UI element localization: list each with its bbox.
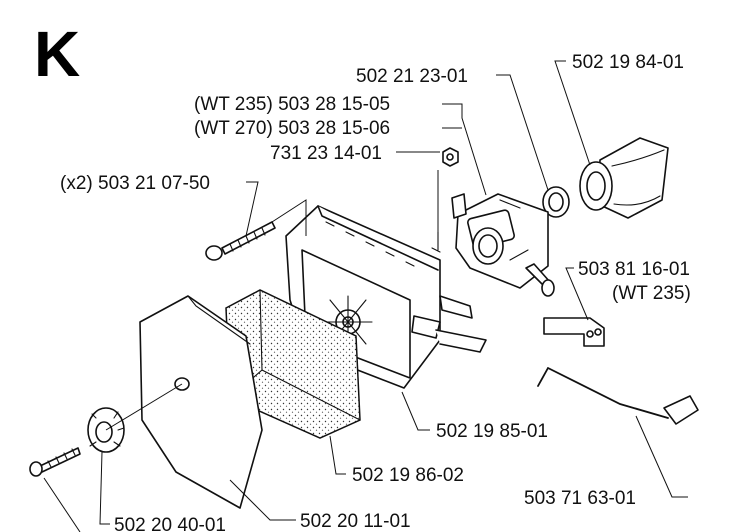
label-bracket-model: (WT 235) (612, 283, 691, 304)
label-carb-kit: 502 21 23-01 (356, 66, 468, 87)
label-intake-elbow: 502 19 84-01 (572, 52, 684, 73)
label-cover: 502 20 11-01 (300, 511, 411, 532)
section-letter: K (34, 18, 80, 90)
label-carb-wt235: (WT 235) 503 28 15-05 (194, 94, 390, 115)
carburetor-part (451, 193, 555, 297)
nut-part (442, 147, 459, 167)
cover-part (139, 295, 263, 509)
label-choke-rod: 503 71 63-01 (524, 488, 636, 509)
screw-x2-part (205, 221, 276, 261)
bracket-part (543, 317, 605, 347)
label-housing: 502 19 85-01 (436, 421, 548, 442)
label-carb-wt270: (WT 270) 503 28 15-06 (194, 118, 390, 139)
intake-elbow-part (579, 137, 669, 219)
label-screw-x2: (x2) 503 21 07-50 (60, 173, 210, 194)
label-bracket: 503 81 16-01 (578, 259, 690, 280)
label-nut: 731 23 14-01 (270, 143, 382, 164)
gasket-ring-part (542, 186, 570, 218)
cover-screw-part (29, 447, 81, 477)
label-knob: 502 20 40-01 (114, 515, 226, 532)
leader-lines (43, 60, 688, 532)
choke-rod-part (537, 367, 699, 425)
label-filter: 502 19 86-02 (352, 465, 464, 486)
